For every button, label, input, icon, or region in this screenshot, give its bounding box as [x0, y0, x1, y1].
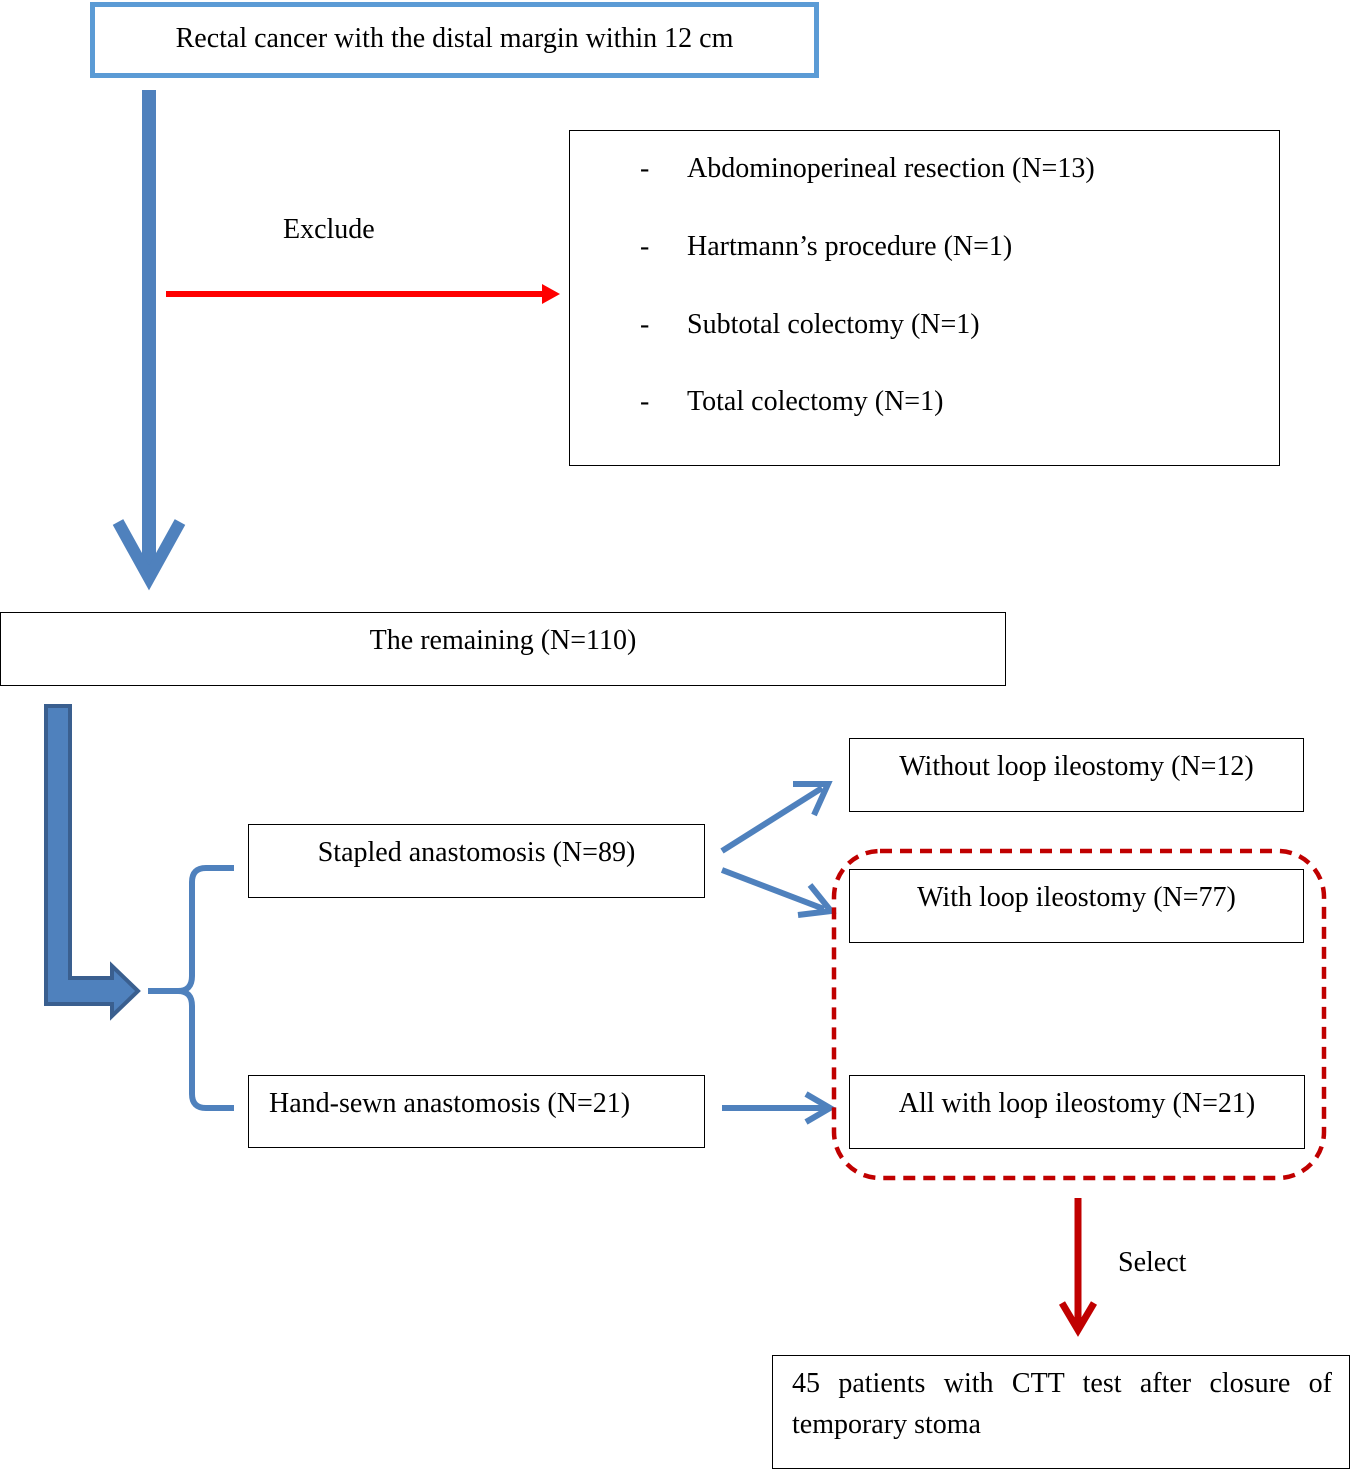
final-box: 45 patients with CTT test after closure … — [772, 1355, 1350, 1469]
bent-arrow — [44, 704, 141, 1021]
selection-dashed-group — [831, 848, 1327, 1181]
split-brace — [148, 865, 234, 1111]
remaining-box: The remaining (N=110) — [0, 612, 1006, 686]
remaining-text: The remaining (N=110) — [369, 625, 637, 656]
with-loop-box: With loop ileostomy (N=77) — [849, 869, 1304, 943]
exclusion-bullet: - — [640, 231, 650, 262]
select-arrow-head — [1058, 1301, 1098, 1337]
exclusion-bullet: - — [640, 309, 650, 340]
start-box: Rectal cancer with the distal margin wit… — [90, 2, 819, 78]
exclusion-list-box: - Abdominoperineal resection (N=13) - Ha… — [569, 130, 1280, 466]
stapled-anastomosis-box: Stapled anastomosis (N=89) — [248, 824, 705, 898]
exclusion-item: Total colectomy (N=1) — [687, 386, 944, 417]
exclusion-item: Subtotal colectomy (N=1) — [687, 309, 980, 340]
main-down-arrow-head — [112, 519, 186, 591]
exclusion-bullet: - — [640, 386, 650, 417]
final-text-line1: 45 patients with CTT test after closure … — [792, 1368, 1332, 1399]
select-label: Select — [1118, 1247, 1187, 1278]
exclusion-bullet: - — [640, 153, 650, 184]
all-loop-box: All with loop ileostomy (N=21) — [849, 1075, 1305, 1149]
with-loop-text: With loop ileostomy (N=77) — [917, 882, 1236, 913]
without-loop-text: Without loop ileostomy (N=12) — [899, 751, 1254, 782]
handsewn-anastomosis-text: Hand-sewn anastomosis (N=21) — [269, 1088, 631, 1119]
without-loop-box: Without loop ileostomy (N=12) — [849, 738, 1304, 812]
exclusion-item: Hartmann’s procedure (N=1) — [687, 231, 1013, 262]
start-text: Rectal cancer with the distal margin wit… — [175, 23, 734, 54]
exclusion-item: Abdominoperineal resection (N=13) — [687, 153, 1095, 184]
arrow-to-with-loop — [720, 867, 826, 912]
exclude-arrow-head — [542, 284, 560, 304]
all-loop-text: All with loop ileostomy (N=21) — [898, 1088, 1256, 1119]
exclude-label: Exclude — [283, 214, 375, 245]
stapled-anastomosis-text: Stapled anastomosis (N=89) — [317, 837, 636, 868]
arrow-to-without-loop — [720, 785, 824, 854]
handsewn-anastomosis-box: Hand-sewn anastomosis (N=21) — [248, 1075, 705, 1148]
final-text-line2: temporary stoma — [792, 1409, 981, 1440]
